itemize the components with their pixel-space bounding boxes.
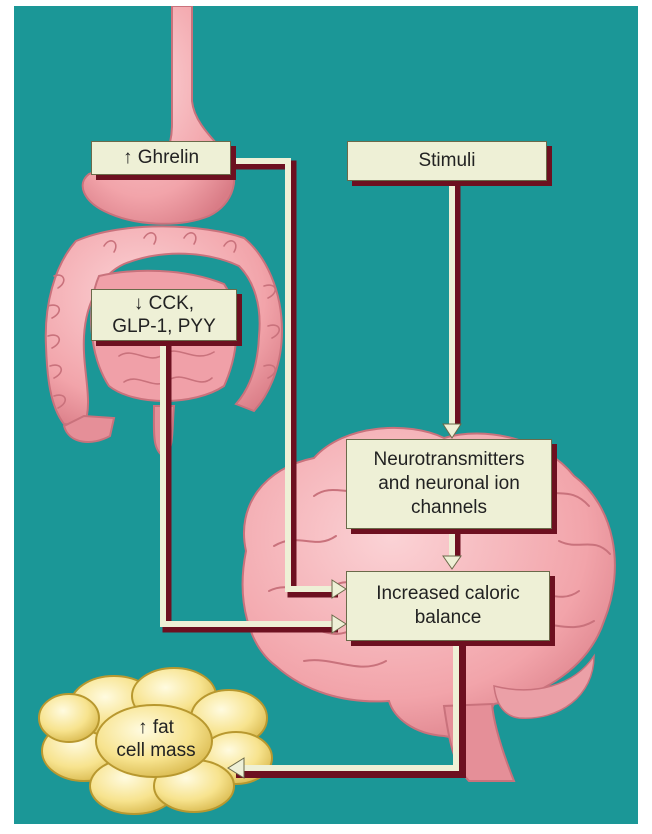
fat-cell-mass-label: ↑ fat cell mass — [96, 716, 216, 762]
neurotransmitters-label: Neurotransmitters and neuronal ion chann… — [374, 448, 525, 520]
diagram-panel: ↑ Ghrelin Stimuli ↓ CCK, GLP-1, PYY Neur… — [14, 6, 638, 824]
stimuli-label: Stimuli — [418, 149, 475, 173]
ghrelin-label: ↑ Ghrelin — [123, 146, 199, 170]
neurotransmitters-box: Neurotransmitters and neuronal ion chann… — [346, 439, 552, 529]
ghrelin-box: ↑ Ghrelin — [91, 141, 231, 175]
caloric-balance-label: Increased caloric balance — [376, 582, 520, 630]
stimuli-box: Stimuli — [347, 141, 547, 181]
arrow-stimuli-to-neurotransmitters — [443, 180, 461, 438]
gut-hormones-label: ↓ CCK, GLP-1, PYY — [112, 292, 216, 338]
caloric-balance-box: Increased caloric balance — [346, 571, 550, 641]
gut-hormones-box: ↓ CCK, GLP-1, PYY — [91, 289, 237, 341]
illustration-canvas — [14, 6, 638, 824]
